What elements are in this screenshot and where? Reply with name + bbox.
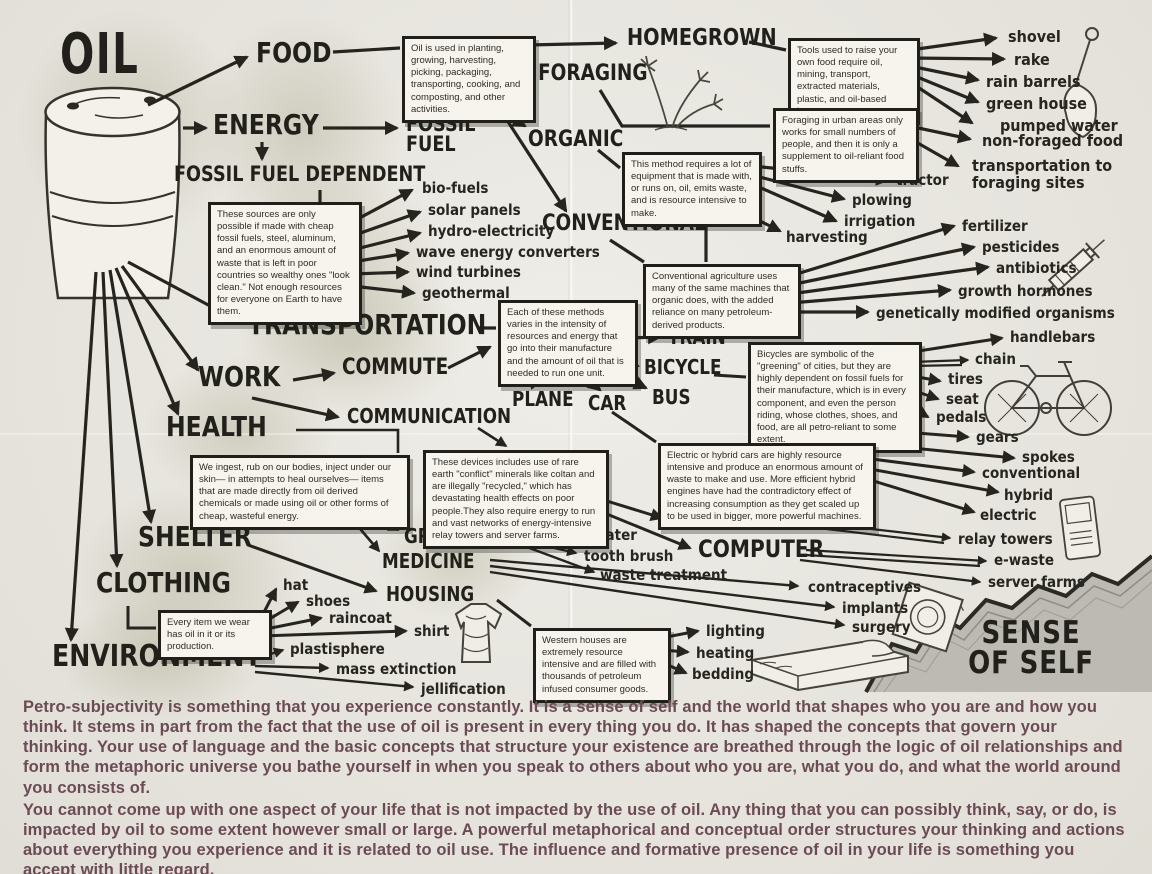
textbox-food-use: Oil is used in planting, growing, harves… xyxy=(402,36,536,123)
leaf-hat: hat xyxy=(283,576,309,594)
node-sense-of-self: SENSE OF SELF xyxy=(968,615,1094,682)
leaf-conventional-car: conventional xyxy=(982,464,1081,482)
textbox-organic-method: This method requires a lot of equipment … xyxy=(622,152,762,227)
leaf-raincoat: raincoat xyxy=(329,609,392,627)
leaf-wave-energy-converters: wave energy converters xyxy=(416,243,600,261)
textbox-bicycles: Bicycles are symbolic of the "greening" … xyxy=(748,342,922,454)
leaf-e-waste: e-waste xyxy=(994,551,1054,569)
leaf-rain-barrels: rain barrels xyxy=(986,72,1081,91)
leaf-handlebars: handlebars xyxy=(1010,328,1096,346)
fold-crease-horizontal xyxy=(0,433,1152,435)
node-food: FOOD xyxy=(256,36,332,69)
leaf-genetically-modified-organisms: genetically modified organisms xyxy=(876,304,1115,322)
leaf-antibiotics: antibiotics xyxy=(996,259,1077,277)
leaf-contraceptives: contraceptives xyxy=(808,578,922,596)
leaf-pumped-water: pumped water xyxy=(1000,116,1118,135)
node-communication: COMMUNICATION xyxy=(347,404,512,428)
bed-icon xyxy=(751,639,909,692)
node-work: WORK xyxy=(198,360,281,393)
leaf-spokes: spokes xyxy=(1022,448,1075,466)
textbox-housing: Western houses are extremely resource in… xyxy=(533,628,671,703)
node-bicycle: BICYCLE xyxy=(644,355,722,379)
leaf-tooth-brush: tooth brush xyxy=(584,547,674,565)
node-computer: COMPUTER xyxy=(698,535,825,563)
petro-subjectivity-paragraph: Petro-subjectivity is something that you… xyxy=(23,697,1131,798)
leaf-relay-towers: relay towers xyxy=(958,530,1053,548)
leaf-server-farms: server farms xyxy=(988,573,1085,591)
leaf-heating: heating xyxy=(696,644,755,662)
leaf-pesticides: pesticides xyxy=(982,238,1060,256)
leaf-seat: seat xyxy=(946,390,979,408)
node-health: HEALTH xyxy=(166,410,267,443)
textbox-health: We ingest, rub on our bodies, inject und… xyxy=(190,455,410,530)
shovel-icon xyxy=(1063,27,1099,139)
leaf-solar-panels: solar panels xyxy=(428,201,521,219)
petro-subjectivity-body: is something that you experience constan… xyxy=(23,698,1123,797)
textbox-renewables: These sources are only possible if made … xyxy=(208,202,362,326)
syringe-icon xyxy=(1041,239,1105,297)
textbox-clothing: Every item we wear has oil in it or its … xyxy=(158,610,272,661)
bicycle-icon xyxy=(984,361,1112,436)
node-housing: HOUSING xyxy=(386,582,475,606)
leaf-shovel: shovel xyxy=(1008,27,1061,46)
leaf-implants: implants xyxy=(842,599,909,617)
leaf-wind-turbines: wind turbines xyxy=(416,263,521,281)
leaf-hydro-electricity: hydro-electricity xyxy=(428,222,555,240)
leaf-lighting: lighting xyxy=(706,622,765,640)
leaf-rake: rake xyxy=(1014,50,1050,69)
leaf-shirt: shirt xyxy=(414,622,450,640)
node-clothing: CLOTHING xyxy=(96,566,231,599)
node-commute: COMMUTE xyxy=(342,355,449,380)
leaf-pedals: pedals xyxy=(936,408,987,426)
leaf-jellification: jellification xyxy=(421,680,506,698)
leaf-waste-treatment: waste treatment xyxy=(600,566,728,584)
leaf-plowing: plowing xyxy=(852,191,912,209)
shirt-icon xyxy=(454,603,503,663)
leaf-harvesting: harvesting xyxy=(786,228,868,246)
node-fossil-fuel-dependent: FOSSIL FUEL DEPENDENT xyxy=(174,162,426,186)
leaf-bedding: bedding xyxy=(692,665,755,683)
sense-of-self-mountain-shape xyxy=(864,554,1152,693)
node-energy: ENERGY xyxy=(213,108,319,141)
textbox-conventional-ag: Conventional agriculture uses many of th… xyxy=(643,264,801,339)
leaf-mass-extinction: mass extinction xyxy=(336,660,457,678)
textbox-devices: These devices includes use of rare earth… xyxy=(423,450,609,550)
leaf-gears: gears xyxy=(976,428,1019,446)
node-homegrown: HOMEGROWN xyxy=(627,25,777,51)
node-plane: PLANE xyxy=(512,387,574,411)
leaf-transportation-to-foraging-sites: transportation to foraging sites xyxy=(972,156,1113,192)
node-organic: ORGANIC xyxy=(528,127,624,152)
oil-impact-paragraph: You cannot come up with one aspect of yo… xyxy=(23,801,1125,874)
node-foraging: FORAGING xyxy=(538,61,648,86)
cell-phone-icon xyxy=(1059,495,1101,561)
leaf-geothermal: geothermal xyxy=(422,284,510,302)
leaf-shoes: shoes xyxy=(306,592,351,610)
node-oil: OIL xyxy=(60,22,140,87)
oil-barrel-icon xyxy=(44,86,181,300)
textbox-transport-methods: Each of these methods varies in the inte… xyxy=(498,300,638,387)
leaf-bio-fuels: bio-fuels xyxy=(422,179,489,197)
textbox-cars: Electric or hybrid cars are highly resou… xyxy=(658,443,876,530)
leaf-surgery: surgery xyxy=(852,618,911,636)
leaf-electric: electric xyxy=(980,506,1037,524)
leaf-tires: tires xyxy=(948,370,983,388)
condom-icon xyxy=(891,581,964,653)
leaf-non-foraged-food: non-foraged food xyxy=(982,131,1124,150)
leaf-chain: chain xyxy=(975,350,1016,368)
forage-plant-icon xyxy=(640,55,724,131)
leaf-growth-hormones: growth hormones xyxy=(958,282,1093,300)
leaf-fertilizer: fertilizer xyxy=(962,217,1028,235)
leaf-plastisphere: plastisphere xyxy=(290,640,385,658)
textbox-foraging: Foraging in urban areas only works for s… xyxy=(773,108,919,183)
leaf-irrigation: irrigation xyxy=(844,212,916,230)
node-car: CAR xyxy=(588,391,627,415)
node-medicine: MEDICINE xyxy=(382,549,475,573)
leaf-hybrid: hybrid xyxy=(1004,486,1054,504)
leaf-green-house: green house xyxy=(986,94,1087,113)
node-bus: BUS xyxy=(652,385,691,409)
petro-subjectivity-lead: Petro-subjectivity xyxy=(23,698,164,716)
